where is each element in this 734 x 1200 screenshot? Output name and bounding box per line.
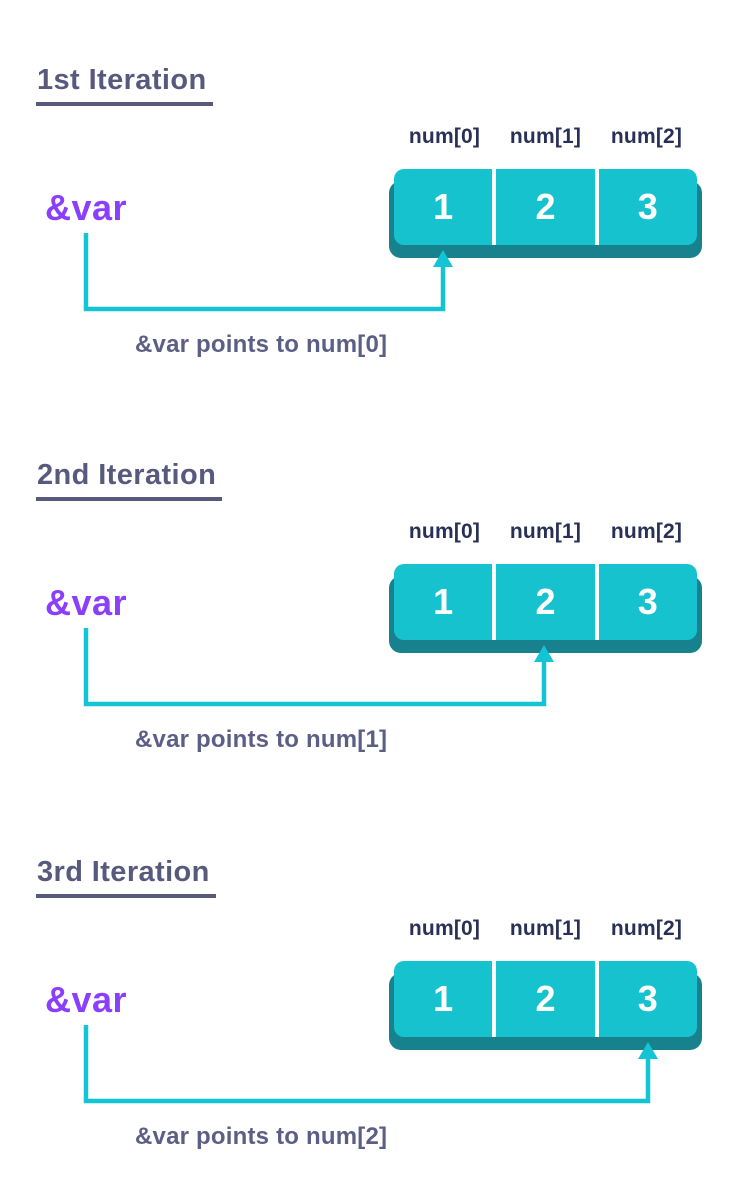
array-cell: 1 [433,581,454,622]
array-cell: 1 [433,186,454,227]
array-index-labels: num[0] num[1] num[2] [394,520,697,544]
array-box: 1 2 3 [394,564,697,640]
var-label: &var [45,979,128,1020]
index-label: num[0] [408,917,481,940]
cell-divider [594,564,599,640]
array-cell: 3 [637,186,658,227]
iteration-section-2: 2nd Iteration num[0] num[1] num[2] 1 2 3… [0,395,734,795]
array-cell: 2 [535,978,556,1019]
index-label: num[0] [408,520,481,543]
caption: &var points to num[0] [135,331,388,358]
cell-divider [492,564,497,640]
array-cell: 2 [535,581,556,622]
index-label: num[2] [610,917,683,940]
array-box: 1 2 3 [394,169,697,245]
index-label: num[1] [509,520,582,543]
index-label: num[0] [408,125,481,148]
iteration-section-3: 3rd Iteration num[0] num[1] num[2] 1 2 3… [0,792,734,1192]
array-cell: 2 [535,186,556,227]
iteration-section-1: 1st Iteration num[0] num[1] num[2] 1 2 3… [0,0,734,400]
var-label: &var [45,582,128,623]
array-cell: 3 [637,978,658,1019]
array-box: 1 2 3 [394,961,697,1037]
cell-divider [594,169,599,245]
array-index-labels: num[0] num[1] num[2] [394,917,697,941]
index-label: num[2] [610,520,683,543]
section-title: 3rd Iteration [36,858,216,899]
var-label: &var [45,187,128,228]
array-index-labels: num[0] num[1] num[2] [394,125,697,149]
index-label: num[1] [509,125,582,148]
array-cell: 3 [637,581,658,622]
array-cell: 1 [433,978,454,1019]
caption: &var points to num[2] [135,1123,388,1150]
section-title: 1st Iteration [36,66,213,107]
caption: &var points to num[1] [135,726,388,753]
cell-divider [492,961,497,1037]
index-label: num[2] [610,125,683,148]
index-label: num[1] [509,917,582,940]
cell-divider [594,961,599,1037]
cell-divider [492,169,497,245]
section-title: 2nd Iteration [36,461,223,502]
